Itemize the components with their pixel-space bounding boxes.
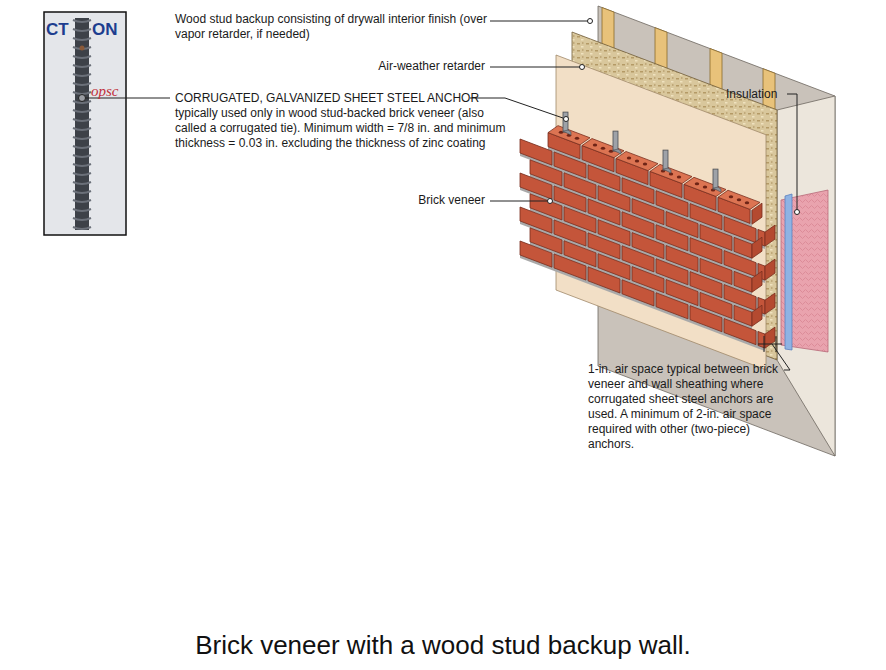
mortar	[520, 241, 765, 351]
brick-end	[752, 271, 762, 292]
core-hole	[677, 176, 681, 179]
brick	[656, 293, 688, 319]
wall-assembly	[520, 6, 835, 456]
photo-text: opsc	[91, 82, 125, 100]
brick-end	[765, 327, 775, 348]
callout-text: Brick veneer	[380, 193, 485, 208]
core-hole	[635, 160, 639, 163]
brick-top	[548, 126, 590, 145]
mortar	[520, 207, 765, 317]
brick	[622, 280, 654, 306]
core-hole	[627, 157, 631, 160]
brick	[554, 254, 586, 280]
core-hole	[575, 137, 579, 140]
mortar	[520, 173, 765, 283]
figure-caption: Brick veneer with a wood stud backup wal…	[0, 630, 886, 661]
mortar	[530, 228, 752, 329]
brick-end	[752, 203, 762, 224]
tie-arm	[713, 187, 721, 192]
brick-top	[718, 190, 760, 209]
brick	[520, 241, 552, 267]
leader-lines	[86, 19, 800, 371]
wood-stud	[710, 49, 722, 91]
brick-top	[650, 164, 692, 183]
core-hole	[729, 195, 733, 198]
corrugated-tie	[613, 131, 618, 151]
brick-end	[765, 225, 775, 246]
brick-end	[765, 259, 775, 280]
core-hole	[703, 185, 707, 188]
brick	[520, 139, 552, 165]
corrugated-tie	[563, 112, 568, 132]
brick-top	[684, 177, 726, 196]
brick-end	[752, 305, 762, 326]
callout-text: Wood stud backup consisting of drywall i…	[175, 12, 487, 42]
core-hole	[695, 182, 699, 185]
photo-text: CT	[46, 20, 74, 40]
wood-stud	[655, 28, 667, 70]
brick-end	[765, 293, 775, 314]
photo-text: ON	[92, 20, 124, 40]
mortar	[520, 139, 765, 249]
vapor-retarder	[785, 194, 792, 350]
callout-text: Air-weather retarder	[300, 59, 485, 74]
brick	[520, 207, 552, 233]
dimension-note: 1-in. air space typical between brick ve…	[588, 362, 796, 452]
tie-arm	[563, 130, 571, 135]
wall-section	[777, 96, 835, 456]
core-hole	[745, 201, 749, 204]
callout-text: CORRUGATED, GALVANIZED SHEET STEEL ANCHO…	[175, 91, 510, 151]
brick	[690, 306, 722, 332]
brick-top	[616, 151, 658, 170]
brick	[520, 173, 552, 199]
callout-text: Insulation	[726, 87, 786, 102]
core-hole	[643, 163, 647, 166]
brick	[588, 267, 620, 293]
brick-end	[752, 237, 762, 258]
brick	[724, 319, 756, 345]
core-hole	[737, 198, 741, 201]
tie-arm	[613, 149, 621, 154]
insulation-batt	[781, 190, 828, 352]
corrugated-tie	[663, 150, 668, 170]
tie-arm	[663, 168, 671, 173]
corrugated-tie	[713, 169, 718, 189]
core-hole	[601, 147, 605, 150]
wood-stud	[602, 8, 614, 50]
core-hole	[593, 144, 597, 147]
tie-photo	[44, 12, 126, 235]
